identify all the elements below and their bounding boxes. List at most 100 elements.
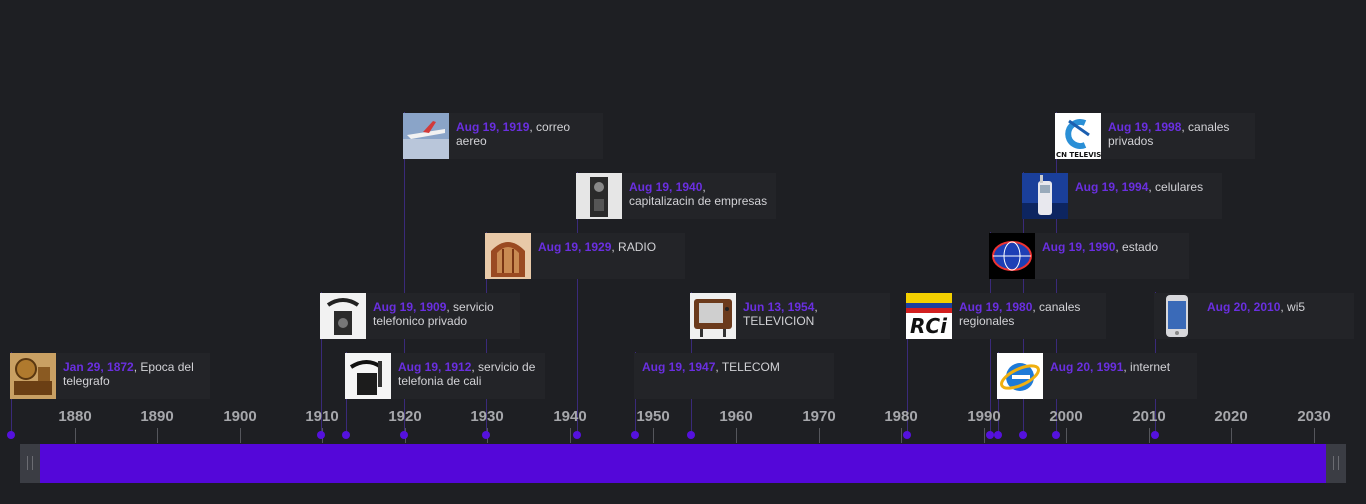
event-marker[interactable] <box>994 431 1002 439</box>
event-date: Aug 20, 1991 <box>1050 360 1124 374</box>
event-title: , canales regionales <box>959 300 1081 328</box>
event-marker[interactable] <box>573 431 581 439</box>
event-card[interactable]: CN TELEVISIO Aug 19, 1998, canales priva… <box>1055 113 1255 159</box>
event-date: Aug 19, 1990 <box>1042 240 1116 254</box>
event-card[interactable]: Jan 29, 1872, Epoca del telegrafo <box>10 353 210 399</box>
year-label: 2020 <box>1214 408 1248 425</box>
year-label: 1970 <box>802 408 836 425</box>
event-card[interactable]: Aug 19, 1940, capitalizacin de empresas <box>576 173 776 219</box>
event-card[interactable]: Aug 20, 1991, internet <box>997 353 1197 399</box>
telegraph-icon <box>10 353 56 399</box>
event-marker[interactable] <box>687 431 695 439</box>
television-icon <box>690 293 736 339</box>
axis-tick <box>1149 428 1150 443</box>
mobile-phone-icon <box>1022 173 1068 219</box>
event-title: , correo aereo <box>456 120 571 148</box>
connector-line <box>404 112 405 432</box>
navigator-left-handle[interactable] <box>20 444 40 483</box>
connector-line <box>321 292 322 432</box>
connector-line <box>907 292 908 432</box>
year-label: 2010 <box>1132 408 1166 425</box>
year-label: 1920 <box>388 408 422 425</box>
year-label: 1900 <box>223 408 257 425</box>
event-card[interactable]: Aug 19, 1919, correo aereo <box>403 113 603 159</box>
event-card[interactable]: Aug 20, 2010, wi5 <box>1154 293 1354 339</box>
event-marker[interactable] <box>1052 431 1060 439</box>
year-label: 1990 <box>967 408 1001 425</box>
event-title: , TELEVICION <box>743 300 818 328</box>
year-label: 2030 <box>1297 408 1331 425</box>
year-label: 1930 <box>470 408 504 425</box>
event-marker[interactable] <box>1151 431 1159 439</box>
event-card[interactable]: RCi Aug 19, 1980, canales regionales <box>906 293 1106 339</box>
event-date: Aug 19, 1980 <box>959 300 1033 314</box>
event-marker[interactable] <box>1019 431 1027 439</box>
event-marker[interactable] <box>482 431 490 439</box>
event-marker[interactable] <box>342 431 350 439</box>
axis-tick <box>570 428 571 443</box>
cn-television-logo: CN TELEVISIO <box>1055 113 1101 159</box>
event-marker[interactable] <box>400 431 408 439</box>
event-title: , internet <box>1123 360 1171 374</box>
axis-tick <box>157 428 158 443</box>
event-marker[interactable] <box>986 431 994 439</box>
event-card[interactable]: Aug 19, 1929, RADIO <box>485 233 685 279</box>
year-label: 1980 <box>884 408 918 425</box>
event-date: Aug 19, 1912 <box>398 360 472 374</box>
internet-explorer-icon <box>997 353 1043 399</box>
svg-text:RCi: RCi <box>910 314 948 338</box>
event-date: Aug 19, 1994 <box>1075 180 1149 194</box>
event-date: Jan 29, 1872 <box>63 360 134 374</box>
smartphone-icon <box>1154 293 1200 339</box>
event-title: , celulares <box>1148 180 1204 194</box>
timeline-navigator[interactable] <box>20 444 1346 483</box>
event-card[interactable]: Aug 19, 1947, TELECOM <box>634 353 834 399</box>
svg-text:CN TELEVISIO: CN TELEVISIO <box>1056 151 1101 159</box>
axis-tick <box>1314 428 1315 443</box>
event-marker[interactable] <box>317 431 325 439</box>
axis-tick <box>984 428 985 443</box>
axis-tick <box>240 428 241 443</box>
event-card[interactable]: Jun 13, 1954, TELEVICION <box>690 293 890 339</box>
event-date: Aug 19, 1929 <box>538 240 612 254</box>
event-title: , RADIO <box>611 240 657 254</box>
axis-tick <box>901 428 902 443</box>
axis-tick <box>1066 428 1067 443</box>
event-title: , TELECOM <box>715 360 780 374</box>
event-card[interactable]: Aug 19, 1994, celulares <box>1022 173 1222 219</box>
event-title: , canales privados <box>1108 120 1230 148</box>
airplane-icon <box>403 113 449 159</box>
event-marker[interactable] <box>903 431 911 439</box>
navigator-right-handle[interactable] <box>1326 444 1346 483</box>
event-title: , estado <box>1115 240 1159 254</box>
event-date: Aug 19, 1940 <box>629 180 703 194</box>
year-label: 1880 <box>58 408 92 425</box>
connector-line <box>577 172 578 432</box>
year-label: 1890 <box>140 408 174 425</box>
year-label: 2000 <box>1049 408 1083 425</box>
event-card[interactable]: Aug 19, 1912, servicio de telefonia de c… <box>345 353 545 399</box>
event-date: Aug 19, 1909 <box>373 300 447 314</box>
phone-booth-icon <box>576 173 622 219</box>
event-date: Aug 19, 1919 <box>456 120 530 134</box>
year-label: 1940 <box>553 408 587 425</box>
axis-tick <box>819 428 820 443</box>
event-title: , Epoca del telegrafo <box>63 360 194 388</box>
event-title: , servicio telefonico privado <box>373 300 494 328</box>
event-title: , wi5 <box>1280 300 1306 314</box>
year-label: 1960 <box>719 408 753 425</box>
year-label: 1950 <box>636 408 670 425</box>
event-card[interactable]: Aug 19, 1909, servicio telefonico privad… <box>320 293 520 339</box>
axis-tick <box>736 428 737 443</box>
event-date: Aug 20, 2010 <box>1207 300 1281 314</box>
axis-tick <box>653 428 654 443</box>
event-title: , servicio de telefonia de cali <box>398 360 536 388</box>
event-marker[interactable] <box>631 431 639 439</box>
event-card[interactable]: Aug 19, 1990, estado <box>989 233 1189 279</box>
event-date: Jun 13, 1954 <box>743 300 815 314</box>
event-title: , capitalizacin de empresas <box>629 180 768 208</box>
event-date: Aug 19, 1947 <box>642 360 716 374</box>
event-marker[interactable] <box>7 431 15 439</box>
radio-icon <box>485 233 531 279</box>
axis-tick <box>75 428 76 443</box>
